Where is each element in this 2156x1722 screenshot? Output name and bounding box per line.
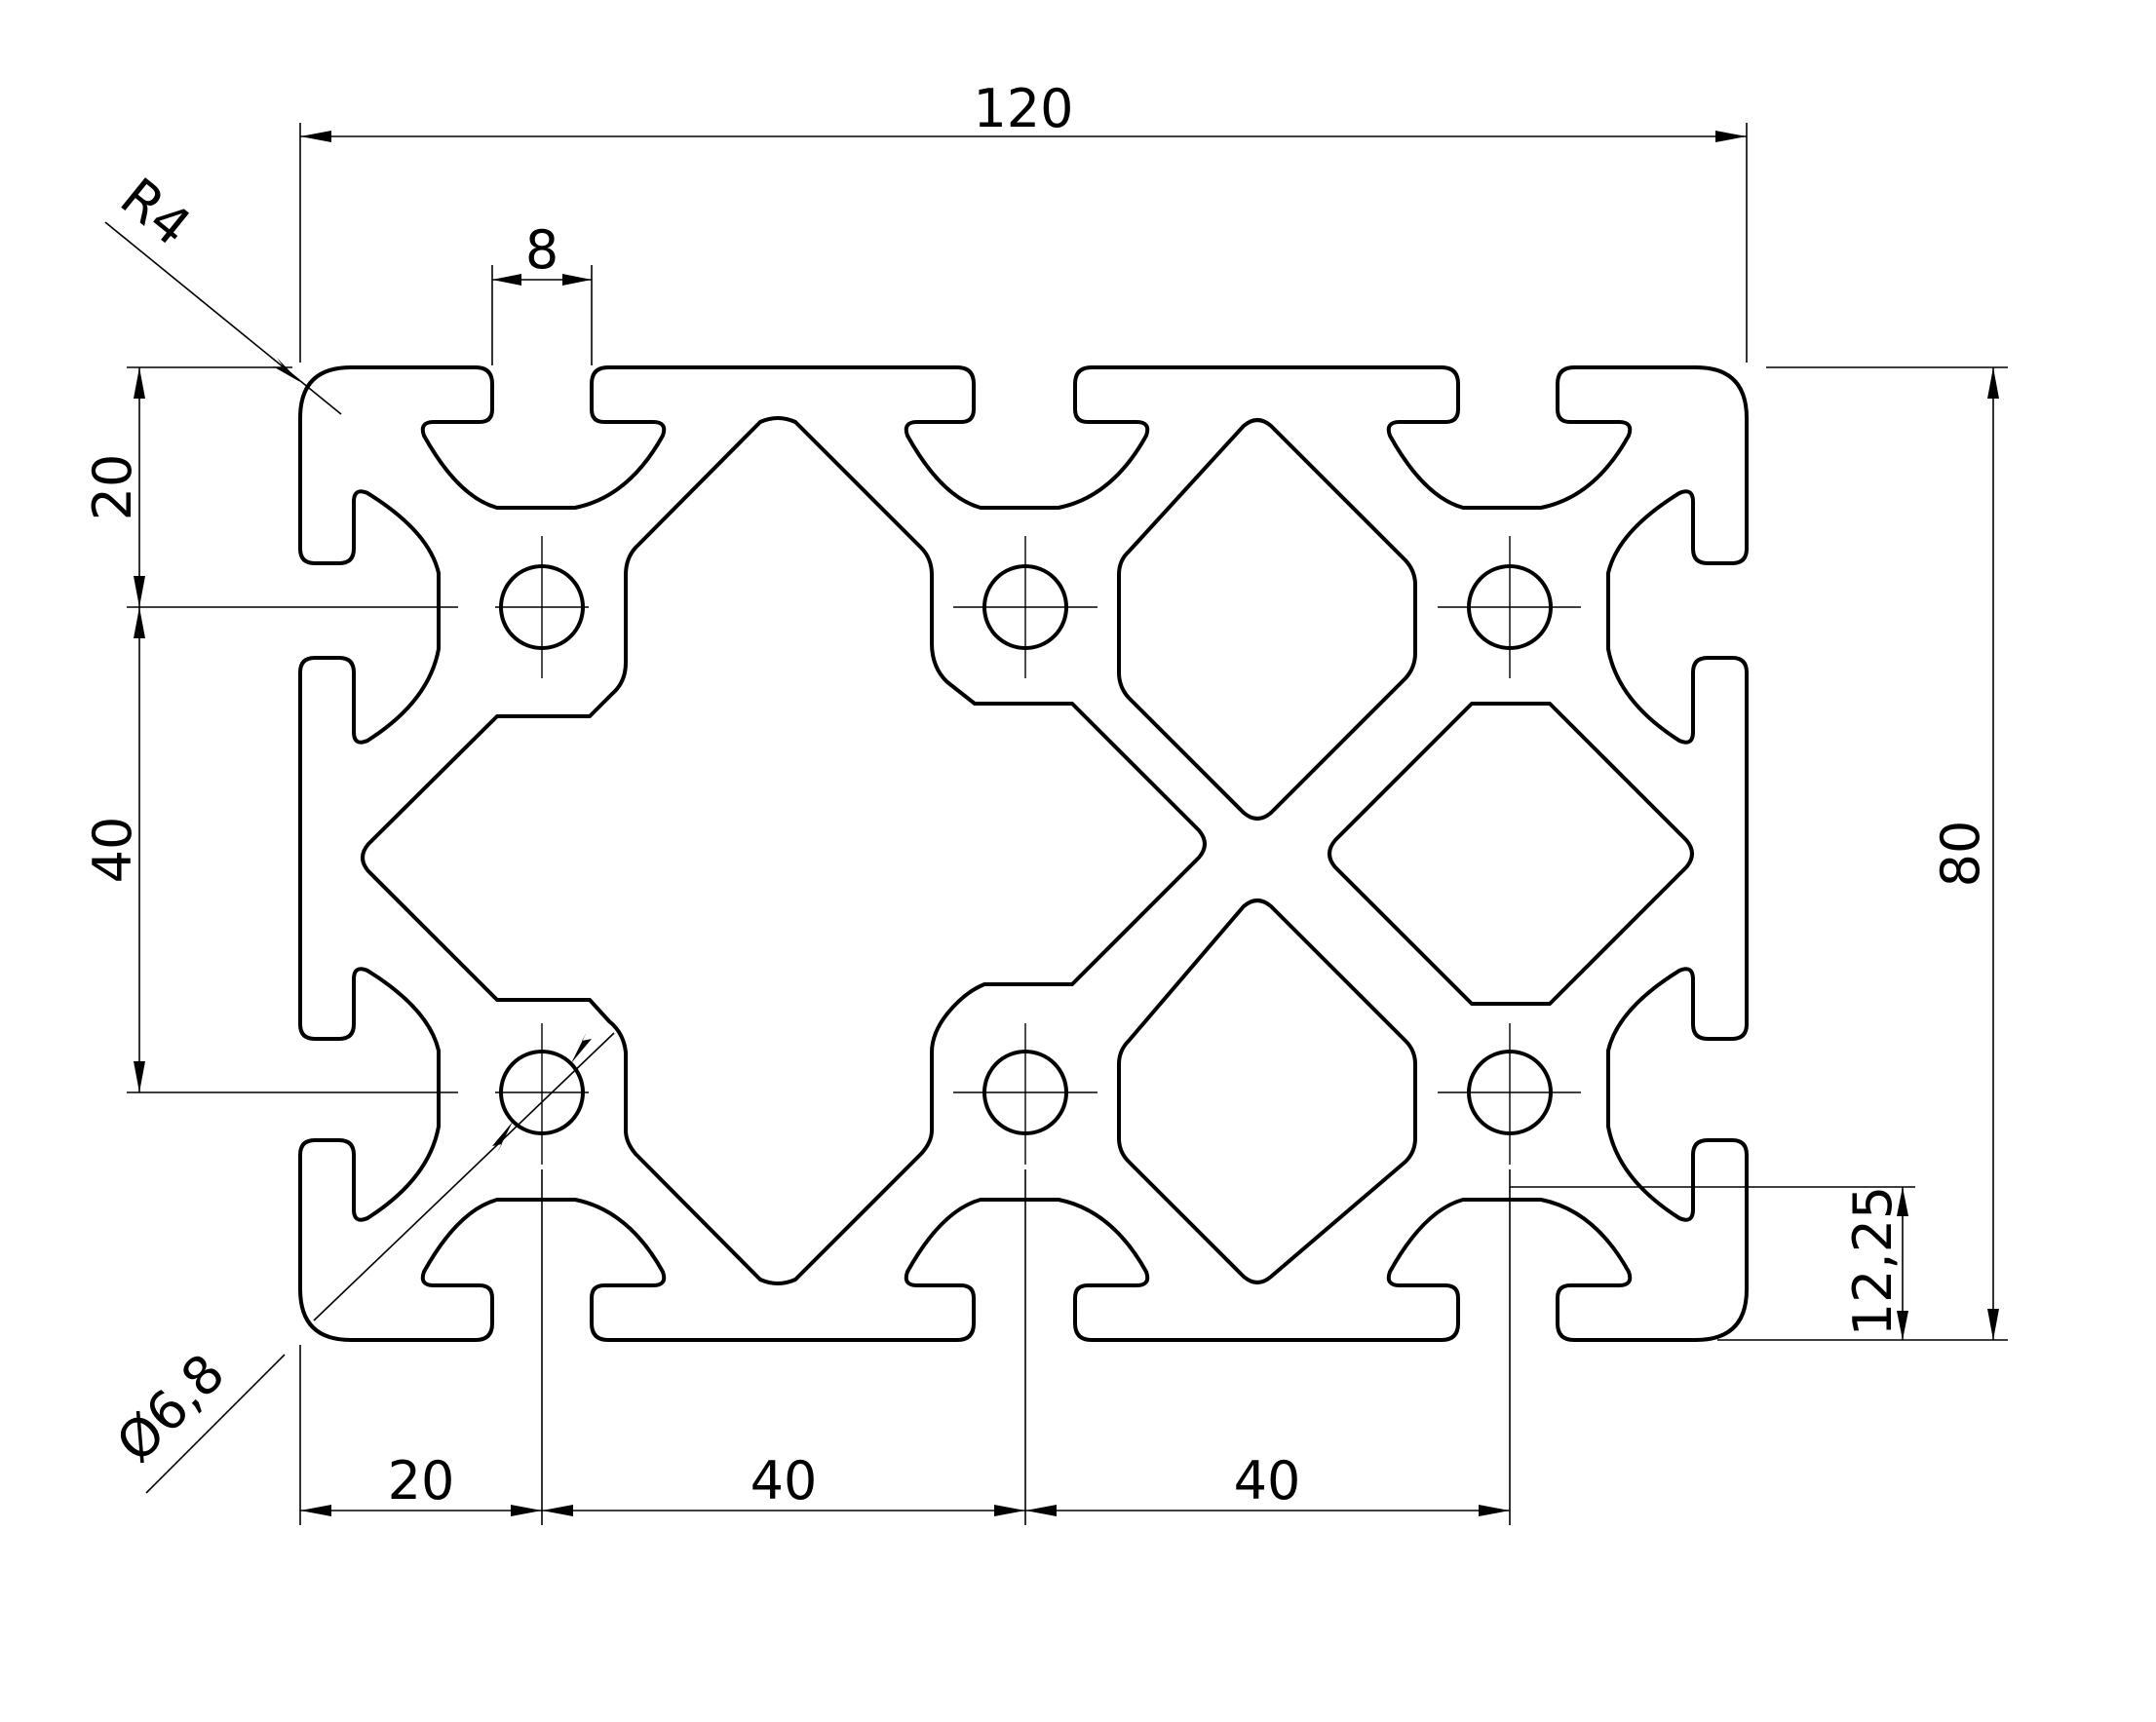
- center-hole-top-left: [495, 536, 589, 678]
- dimension-left-top-offset-label: 20: [82, 454, 143, 521]
- center-hole-bottom-middle: [953, 1023, 1097, 1165]
- dimension-slot-width-label: 8: [525, 219, 558, 281]
- dimension-bottom-first-offset-label: 20: [388, 1450, 455, 1512]
- dimension-slot-width: 8: [491, 219, 593, 365]
- center-hole-top-right: [1438, 536, 1581, 678]
- profile-outer-contour: [298, 365, 1749, 1342]
- dimension-bottom-pitch-1-label: 40: [751, 1450, 818, 1512]
- dimension-bottom-horizontal: 20 40 40: [299, 1169, 1511, 1525]
- dimension-bottom-pitch-2-label: 40: [1234, 1450, 1301, 1512]
- center-hole-bottom-right: [1438, 1023, 1581, 1165]
- dimension-slot-depth-label: 12,25: [1842, 1186, 1904, 1337]
- dimension-total-width: 120: [299, 78, 1748, 363]
- dimension-hole-diameter-label: Ø6,8: [104, 1342, 236, 1473]
- cavity-right: [1328, 702, 1694, 1006]
- dimension-corner-radius-label: R4: [109, 167, 203, 258]
- dimension-left-pitch-label: 40: [82, 817, 143, 884]
- dimension-left-vertical: 20 40: [82, 366, 458, 1093]
- dimension-total-height-label: 80: [1930, 821, 1991, 888]
- dimension-total-height: 80: [1717, 366, 2008, 1341]
- dimension-hole-diameter: Ø6,8: [104, 1032, 615, 1494]
- dimension-total-width-label: 120: [973, 78, 1073, 139]
- dimension-slot-depth: 12,25: [1510, 1186, 1915, 1340]
- center-hole-bottom-left: [495, 1023, 589, 1165]
- cavity-upper-right: [1117, 418, 1417, 821]
- center-hole-top-middle: [953, 536, 1097, 678]
- cavity-large-left: [361, 416, 1207, 1285]
- cavity-lower-right: [1117, 899, 1417, 1284]
